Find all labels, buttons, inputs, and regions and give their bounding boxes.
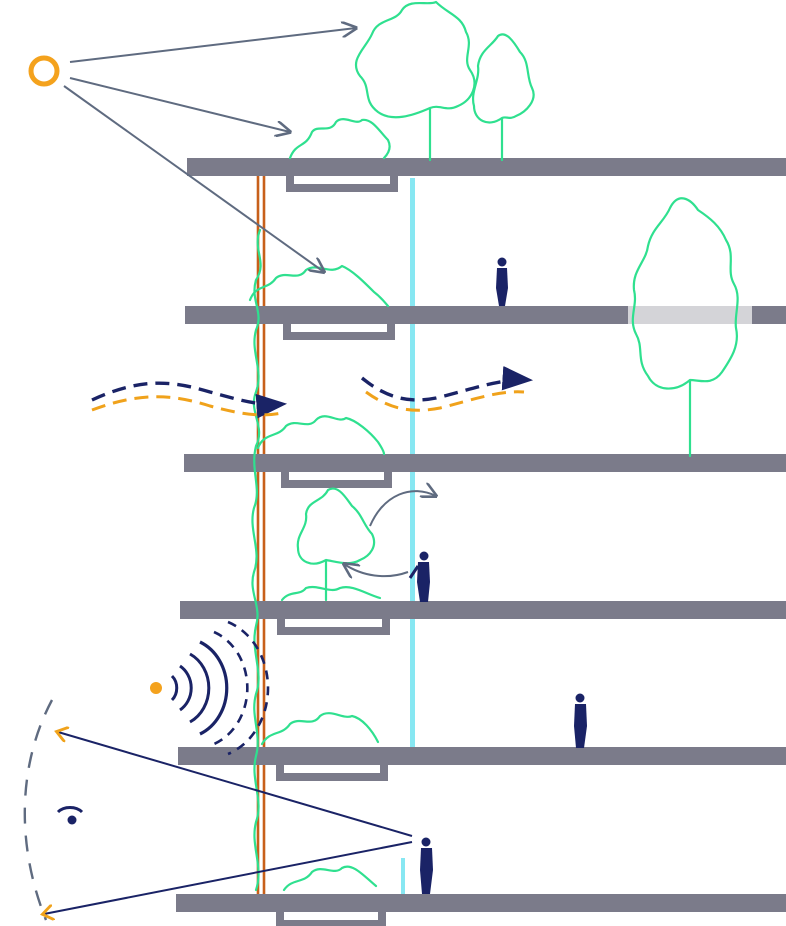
- sound-source-icon: [150, 682, 162, 694]
- sun-ray-level-2: [63, 85, 324, 272]
- sight-line-lower: [44, 841, 413, 914]
- wind-line-navy-left: [91, 381, 288, 419]
- climbing-vine: [251, 228, 262, 892]
- glass-slab-opening: [628, 306, 752, 324]
- sunlight-study: [28, 28, 356, 272]
- wind-line-navy-right: [360, 365, 534, 402]
- view-study: [23, 699, 413, 921]
- occupants: [408, 257, 587, 894]
- facade-trellis: [256, 172, 266, 902]
- sight-line-upper: [58, 732, 413, 837]
- roof-tree-small: [472, 33, 535, 162]
- shrub-level-2: [248, 264, 390, 308]
- acoustic-study: [150, 620, 270, 756]
- shrub-level-4: [280, 585, 382, 602]
- wind-line-orange-left: [91, 395, 287, 417]
- vegetation: [248, 0, 739, 892]
- shrub-level-3: [256, 415, 386, 456]
- field-of-view-arc: [23, 699, 54, 921]
- floor-slab: [184, 454, 786, 488]
- sun-icon: [28, 55, 60, 87]
- tree-level-4: [296, 487, 376, 602]
- roof-planter-shrub: [288, 118, 391, 160]
- person-icon: [574, 693, 587, 748]
- eye-icon: [56, 806, 84, 825]
- wind-line-orange-right: [365, 390, 525, 412]
- person-icon: [496, 257, 508, 306]
- circulation-arrow-down: [344, 564, 409, 576]
- sun-ray-roof-planter: [69, 77, 290, 132]
- person-icon: [408, 551, 430, 602]
- courtyard-tree: [631, 197, 739, 458]
- shrub-level-5: [260, 712, 380, 746]
- water-channel: [401, 178, 415, 898]
- floor-slab: [187, 158, 786, 192]
- shrub-level-6: [282, 865, 378, 892]
- person-icon: [420, 837, 433, 894]
- sun-ray-roof-tree: [69, 28, 356, 63]
- wind-flow: [91, 365, 534, 419]
- floor-slab: [176, 894, 786, 926]
- circulation-arrow-up: [369, 491, 436, 527]
- roof-tree-large: [354, 0, 476, 162]
- floor-slab: [178, 747, 786, 781]
- air-circulation: [344, 491, 436, 576]
- floor-slabs: [176, 158, 786, 926]
- floor-slab: [180, 601, 786, 635]
